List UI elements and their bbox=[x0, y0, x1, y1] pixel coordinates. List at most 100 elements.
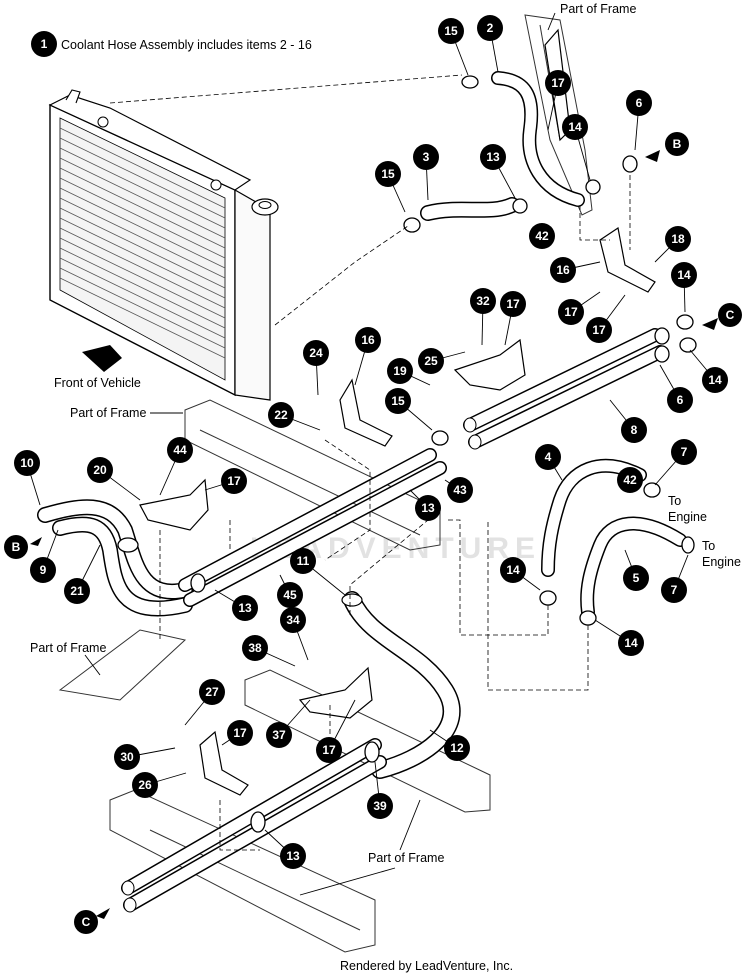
callout-badge bbox=[618, 630, 644, 656]
callout-number: 42 bbox=[623, 473, 637, 487]
svg-text:C: C bbox=[726, 308, 735, 322]
callout-number: 17 bbox=[227, 474, 241, 488]
callout-34: 34 bbox=[280, 607, 309, 661]
callout-10: 10 bbox=[14, 450, 41, 506]
front-arrow-icon bbox=[82, 345, 122, 372]
connector-c-bottom bbox=[74, 910, 98, 934]
callout-badge bbox=[438, 18, 464, 44]
callout-11: 11 bbox=[290, 548, 346, 596]
callout-13: 13 bbox=[214, 589, 258, 621]
callout-3: 3 bbox=[413, 144, 439, 201]
front-of-vehicle-indicator: Front of Vehicle bbox=[54, 345, 141, 390]
callout-badge bbox=[535, 444, 561, 470]
callout-number: 34 bbox=[286, 613, 300, 627]
callout-number: 14 bbox=[506, 563, 520, 577]
callout-number: 17 bbox=[564, 305, 578, 319]
callout-badge bbox=[470, 288, 496, 314]
callout-number: 20 bbox=[93, 463, 107, 477]
callout-38: 38 bbox=[242, 635, 296, 667]
callout-number: 43 bbox=[453, 483, 467, 497]
callout-number: 17 bbox=[551, 76, 565, 90]
callout-number: 32 bbox=[476, 294, 490, 308]
callout-badge bbox=[199, 679, 225, 705]
callout-4: 4 bbox=[535, 444, 563, 481]
hose-4 bbox=[541, 459, 647, 577]
callout-6: 6 bbox=[626, 90, 652, 151]
callout-45: 45 bbox=[277, 574, 303, 608]
label-part-of-frame-mid: Part of Frame bbox=[70, 406, 146, 420]
clamp-15-mid bbox=[431, 430, 449, 446]
callout-badge bbox=[280, 607, 306, 633]
callout-number: 17 bbox=[322, 743, 336, 757]
callout-30: 30 bbox=[114, 744, 176, 770]
callout-18: 18 bbox=[654, 226, 691, 263]
radiator bbox=[48, 89, 279, 401]
callout-number: 39 bbox=[373, 799, 387, 813]
callout-17: 17 bbox=[221, 720, 253, 746]
callout-badge bbox=[242, 635, 268, 661]
fitting-6-top bbox=[622, 155, 638, 173]
bracket-17-f bbox=[199, 730, 249, 796]
callout-number: 26 bbox=[138, 778, 152, 792]
callout-badge bbox=[413, 144, 439, 170]
callout-8: 8 bbox=[609, 399, 647, 443]
arrow-c-right-icon bbox=[702, 318, 718, 330]
clamp-14-c bbox=[539, 590, 557, 606]
radiator-inlet bbox=[65, 89, 81, 104]
callout-19: 19 bbox=[387, 358, 431, 386]
callout-number: 7 bbox=[671, 583, 678, 597]
frame-part-top bbox=[524, 14, 593, 216]
callout-badge bbox=[415, 495, 441, 521]
clamp-15-b bbox=[679, 337, 697, 353]
callout-badge bbox=[303, 340, 329, 366]
fitting-6-right-b bbox=[654, 345, 670, 363]
tube-pair-top bbox=[178, 448, 447, 607]
bracket-17-b bbox=[339, 378, 393, 447]
callout-number: 12 bbox=[450, 741, 464, 755]
label-leaders bbox=[84, 12, 556, 896]
callout-number: 8 bbox=[631, 423, 638, 437]
callout-number: 2 bbox=[487, 21, 494, 35]
callout-number: 6 bbox=[677, 393, 684, 407]
label-to-engine-b-line2: Engine bbox=[702, 555, 741, 569]
callout-badge bbox=[418, 348, 444, 374]
tube-clamp-45 bbox=[364, 741, 380, 763]
connector-c-right bbox=[718, 303, 742, 327]
callout-2: 2 bbox=[477, 15, 503, 73]
front-of-vehicle-label: Front of Vehicle bbox=[54, 376, 141, 390]
legend-badge bbox=[31, 31, 57, 57]
callout-20: 20 bbox=[87, 457, 141, 501]
callout-number: 14 bbox=[568, 120, 582, 134]
callout-badge bbox=[221, 468, 247, 494]
callout-6: 6 bbox=[659, 364, 693, 413]
callout-badges: 2345667789101112131313131414141414151515… bbox=[14, 15, 728, 869]
callout-number: 42 bbox=[535, 229, 549, 243]
svg-text:B: B bbox=[12, 540, 21, 554]
tube-clamp-13-a bbox=[190, 573, 206, 593]
clamp-14-b bbox=[585, 179, 601, 195]
arrow-b-left-icon bbox=[30, 537, 42, 546]
callout-17: 17 bbox=[316, 699, 356, 763]
callout-22: 22 bbox=[268, 402, 321, 431]
callout-9: 9 bbox=[30, 529, 59, 583]
callout-number: 14 bbox=[624, 636, 638, 650]
tube-pair-8 bbox=[463, 328, 667, 450]
callout-number: 18 bbox=[671, 232, 685, 246]
callout-badge bbox=[665, 226, 691, 252]
callout-number: 24 bbox=[309, 346, 323, 360]
radiator-side-tank bbox=[234, 188, 271, 401]
callout-badge bbox=[277, 582, 303, 608]
callout-badge bbox=[500, 291, 526, 317]
clamp-15-a bbox=[676, 314, 694, 330]
callout-number: 44 bbox=[173, 443, 187, 457]
callout-16: 16 bbox=[550, 257, 601, 283]
callout-badge bbox=[667, 387, 693, 413]
callout-number: 25 bbox=[424, 354, 438, 368]
callout-number: 45 bbox=[283, 588, 297, 602]
callout-15: 15 bbox=[438, 18, 469, 76]
label-to-engine-a-line2: Engine bbox=[668, 510, 707, 524]
callout-44: 44 bbox=[159, 437, 193, 496]
callout-5: 5 bbox=[623, 549, 649, 591]
callout-badge bbox=[545, 70, 571, 96]
clamp-16-left bbox=[403, 217, 421, 233]
